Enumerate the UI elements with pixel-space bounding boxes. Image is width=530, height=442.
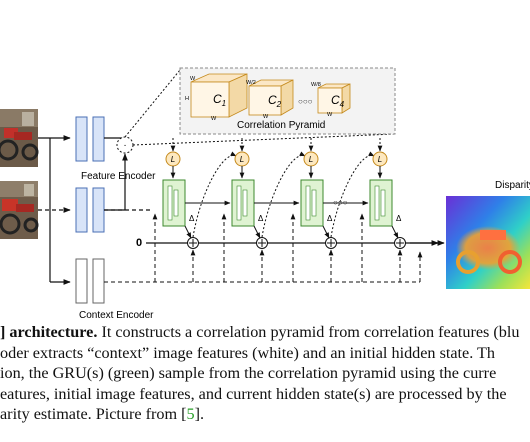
delta-label: Δ xyxy=(327,214,333,223)
dot-product-node: · xyxy=(116,136,134,154)
dim-width-label: W xyxy=(211,116,217,122)
lookup-label: L xyxy=(378,155,382,164)
context-encoder-label: Context Encoder xyxy=(79,310,154,318)
caption-line-1: It constructs a correlation pyramid from… xyxy=(97,323,520,341)
lookup-label: L xyxy=(240,155,244,164)
correlation-volume-c4 xyxy=(317,83,351,114)
delta-label: Δ xyxy=(258,214,264,223)
caption-line-5-end: ]. xyxy=(194,405,205,424)
disparity-map xyxy=(446,196,530,289)
architecture-diagram: Feature Encoder Context Encoder · xyxy=(0,67,530,318)
context-encoder xyxy=(75,258,105,304)
lookup-label: L xyxy=(171,155,175,164)
gru-stage: LΔ xyxy=(162,138,237,249)
dim-width-label: W/2 xyxy=(246,80,256,86)
gru-stage: LΔ xyxy=(231,138,306,249)
feature-encoder-top xyxy=(75,116,105,162)
disparity-label: Disparity xyxy=(495,180,530,191)
dim-width-label: W xyxy=(263,114,269,120)
stage-ellipsis: ○○○ xyxy=(333,198,348,207)
figure-caption: ] architecture. It constructs a correlat… xyxy=(0,322,530,425)
dim-width-label: W xyxy=(190,76,196,82)
gru-stage: LΔ xyxy=(300,138,375,249)
delta-label: Δ xyxy=(189,214,195,223)
caption-line-5: arity estimate. Picture from [ xyxy=(0,405,187,424)
svg-text:·: · xyxy=(123,140,126,151)
dim-height-label: H xyxy=(185,96,189,102)
caption-line-3: ion, the GRU(s) (green) sample from the … xyxy=(0,364,497,383)
input-image-left xyxy=(0,109,39,167)
citation-link[interactable]: 5 xyxy=(186,405,195,424)
correlation-volume-c2 xyxy=(248,79,294,116)
correlation-volume-c1 xyxy=(190,73,248,118)
pyramid-ellipsis: ○○○ xyxy=(298,97,313,106)
input-image-right xyxy=(0,181,39,239)
correlation-pyramid-label: Correlation Pyramid xyxy=(237,120,325,131)
caption-line-2: oder extracts “context” image features (… xyxy=(0,343,496,362)
gru-stage: LΔ xyxy=(369,138,406,249)
feature-encoder-bottom xyxy=(75,187,105,233)
caption-title: ] architecture. xyxy=(0,323,98,341)
initial-state-label: 0 xyxy=(136,237,142,249)
dim-width-label: W xyxy=(327,112,333,118)
correlation-pyramid: ○○○ xyxy=(179,67,396,135)
dim-width-label: W/8 xyxy=(311,82,321,88)
lookup-label: L xyxy=(309,155,313,164)
caption-line-4: eatures, initial image features, and cur… xyxy=(0,384,507,403)
delta-label: Δ xyxy=(396,214,402,223)
context-connections xyxy=(152,213,423,282)
feature-encoder-label: Feature Encoder xyxy=(81,171,156,182)
